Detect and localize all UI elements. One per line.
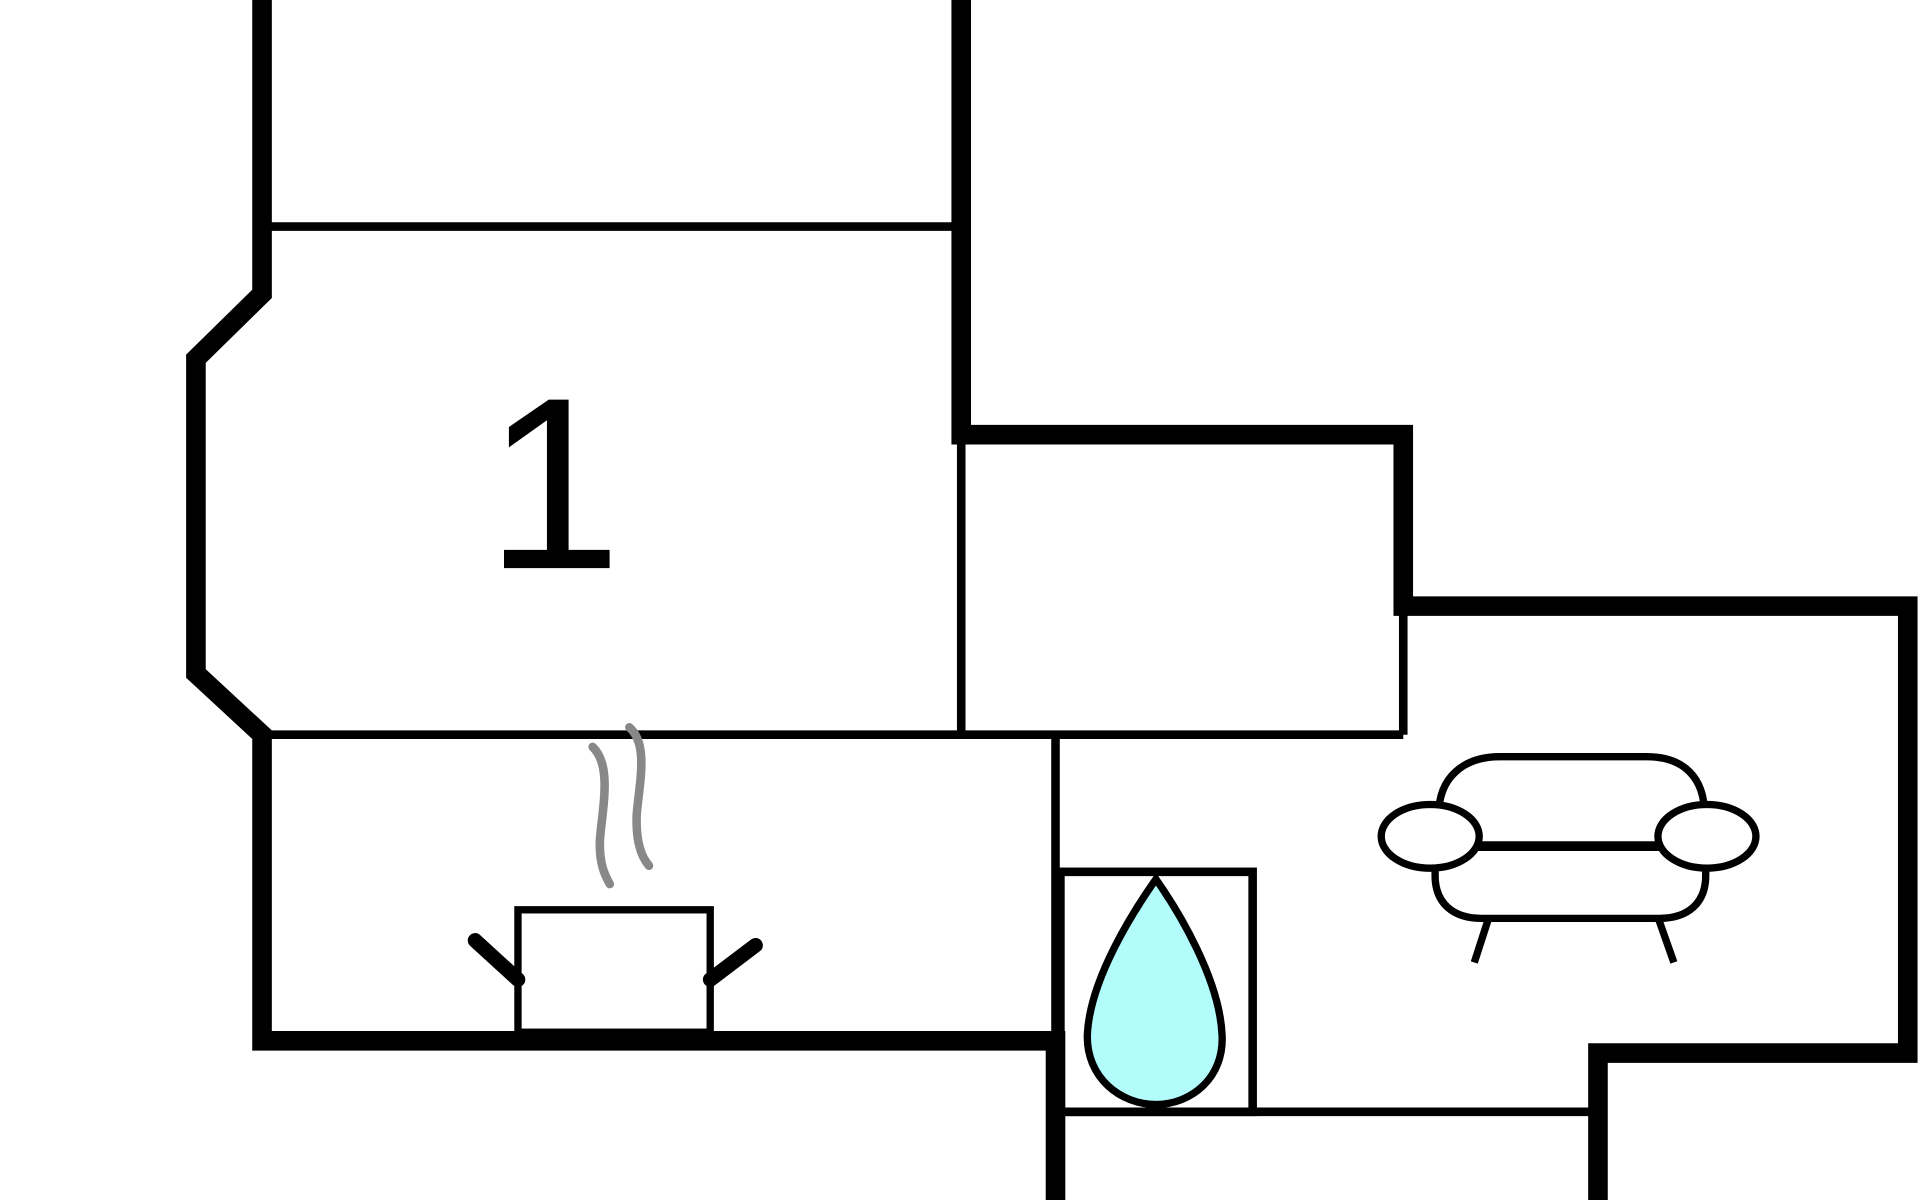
outer-walls xyxy=(186,0,1918,1200)
kitchen-pot-icon xyxy=(467,723,763,1036)
water-drop-icon xyxy=(1083,872,1226,1109)
room-label: 1 xyxy=(485,346,621,620)
steam-icon xyxy=(625,723,654,871)
sofa-icon xyxy=(1377,753,1760,964)
wall-left xyxy=(186,0,1066,1200)
thin-walls xyxy=(262,222,1598,1117)
steam-icon xyxy=(588,742,615,889)
wall-right xyxy=(951,0,1918,1200)
